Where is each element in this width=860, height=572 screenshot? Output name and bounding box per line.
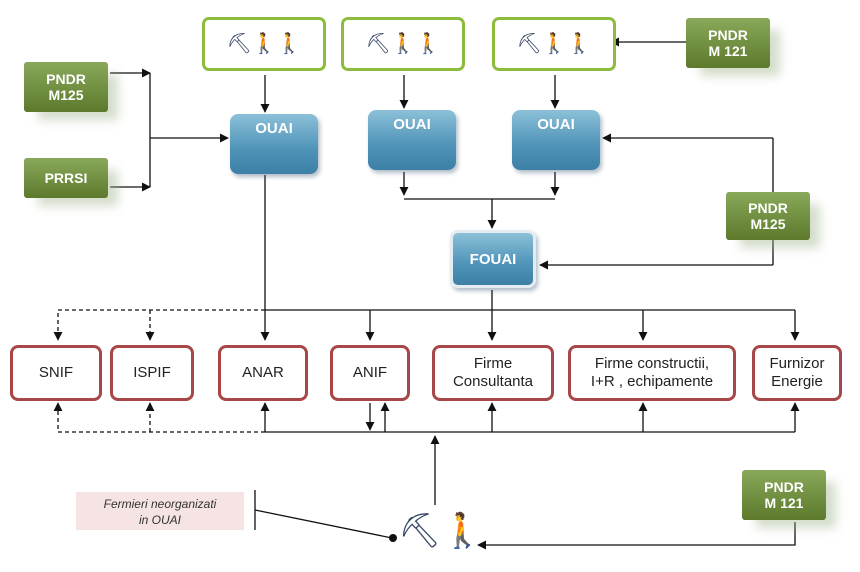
program-line2: M 121 [764, 495, 804, 511]
institution-anif: ANIF [330, 345, 410, 401]
institution-firme-consultanta: Firme Consultanta [432, 345, 554, 401]
note-line1: Fermieri neorganizati [103, 497, 217, 511]
fouai-box: FOUAI [450, 230, 536, 288]
institution-furnizor-energie: Furnizor Energie [752, 345, 842, 401]
farm-workers-icon: ⛏🚶🚶 [365, 33, 441, 55]
institution-anar: ANAR [218, 345, 308, 401]
farm-workers-icon: ⛏🚶🚶 [226, 33, 302, 55]
non-organized-farmers-note: Fermieri neorganizati in OUAI [76, 492, 244, 530]
institution-snif: SNIF [10, 345, 102, 401]
farm-group-1: ⛏🚶🚶 [202, 17, 326, 71]
farm-workers-icon: ⛏🚶🚶 [516, 33, 592, 55]
program-line1: PNDR [748, 200, 788, 216]
program-pndr-m121-top: PNDR M 121 [686, 18, 770, 68]
program-prrsi: PRRSI [24, 158, 108, 198]
farmers-icon: ⛏🚶 [398, 512, 484, 550]
institution-line2: I+R , echipamente [590, 373, 714, 390]
program-line2: M125 [750, 216, 786, 232]
farm-group-3: ⛏🚶🚶 [492, 17, 616, 71]
ouai-box-2: OUAI [368, 110, 456, 170]
fouai-label: FOUAI [469, 250, 517, 268]
program-line1: PNDR [46, 71, 86, 87]
institution-line1: Firme [473, 355, 513, 372]
program-pndr-m125-left: PNDR M125 [24, 62, 108, 112]
institution-line1: Firme constructii, [594, 355, 710, 372]
program-pndr-m125-right: PNDR M125 [726, 192, 810, 240]
program-line1: PNDR [708, 27, 748, 43]
program-line1: PRRSI [44, 170, 88, 186]
note-line2: in OUAI [138, 513, 181, 527]
institution-line1: ANIF [352, 364, 388, 381]
program-line2: M 121 [708, 43, 748, 59]
farm-group-2: ⛏🚶🚶 [341, 17, 465, 71]
institution-firme-constructii: Firme constructii, I+R , echipamente [568, 345, 736, 401]
program-line1: PNDR [764, 479, 804, 495]
ouai-label: OUAI [537, 116, 575, 133]
institution-line2: Energie [771, 373, 823, 390]
ouai-box-3: OUAI [512, 110, 600, 170]
program-pndr-m121-bottom: PNDR M 121 [742, 470, 826, 520]
institution-line2: Consultanta [452, 373, 534, 390]
ouai-box-1: OUAI [230, 114, 318, 174]
institution-line1: SNIF [38, 364, 74, 381]
ouai-label: OUAI [255, 120, 293, 137]
institution-line1: ISPIF [133, 364, 171, 381]
institution-line1: Furnizor [769, 355, 825, 372]
institution-ispif: ISPIF [110, 345, 194, 401]
program-line2: M125 [48, 87, 84, 103]
institution-line1: ANAR [242, 364, 284, 381]
ouai-label: OUAI [393, 116, 431, 133]
